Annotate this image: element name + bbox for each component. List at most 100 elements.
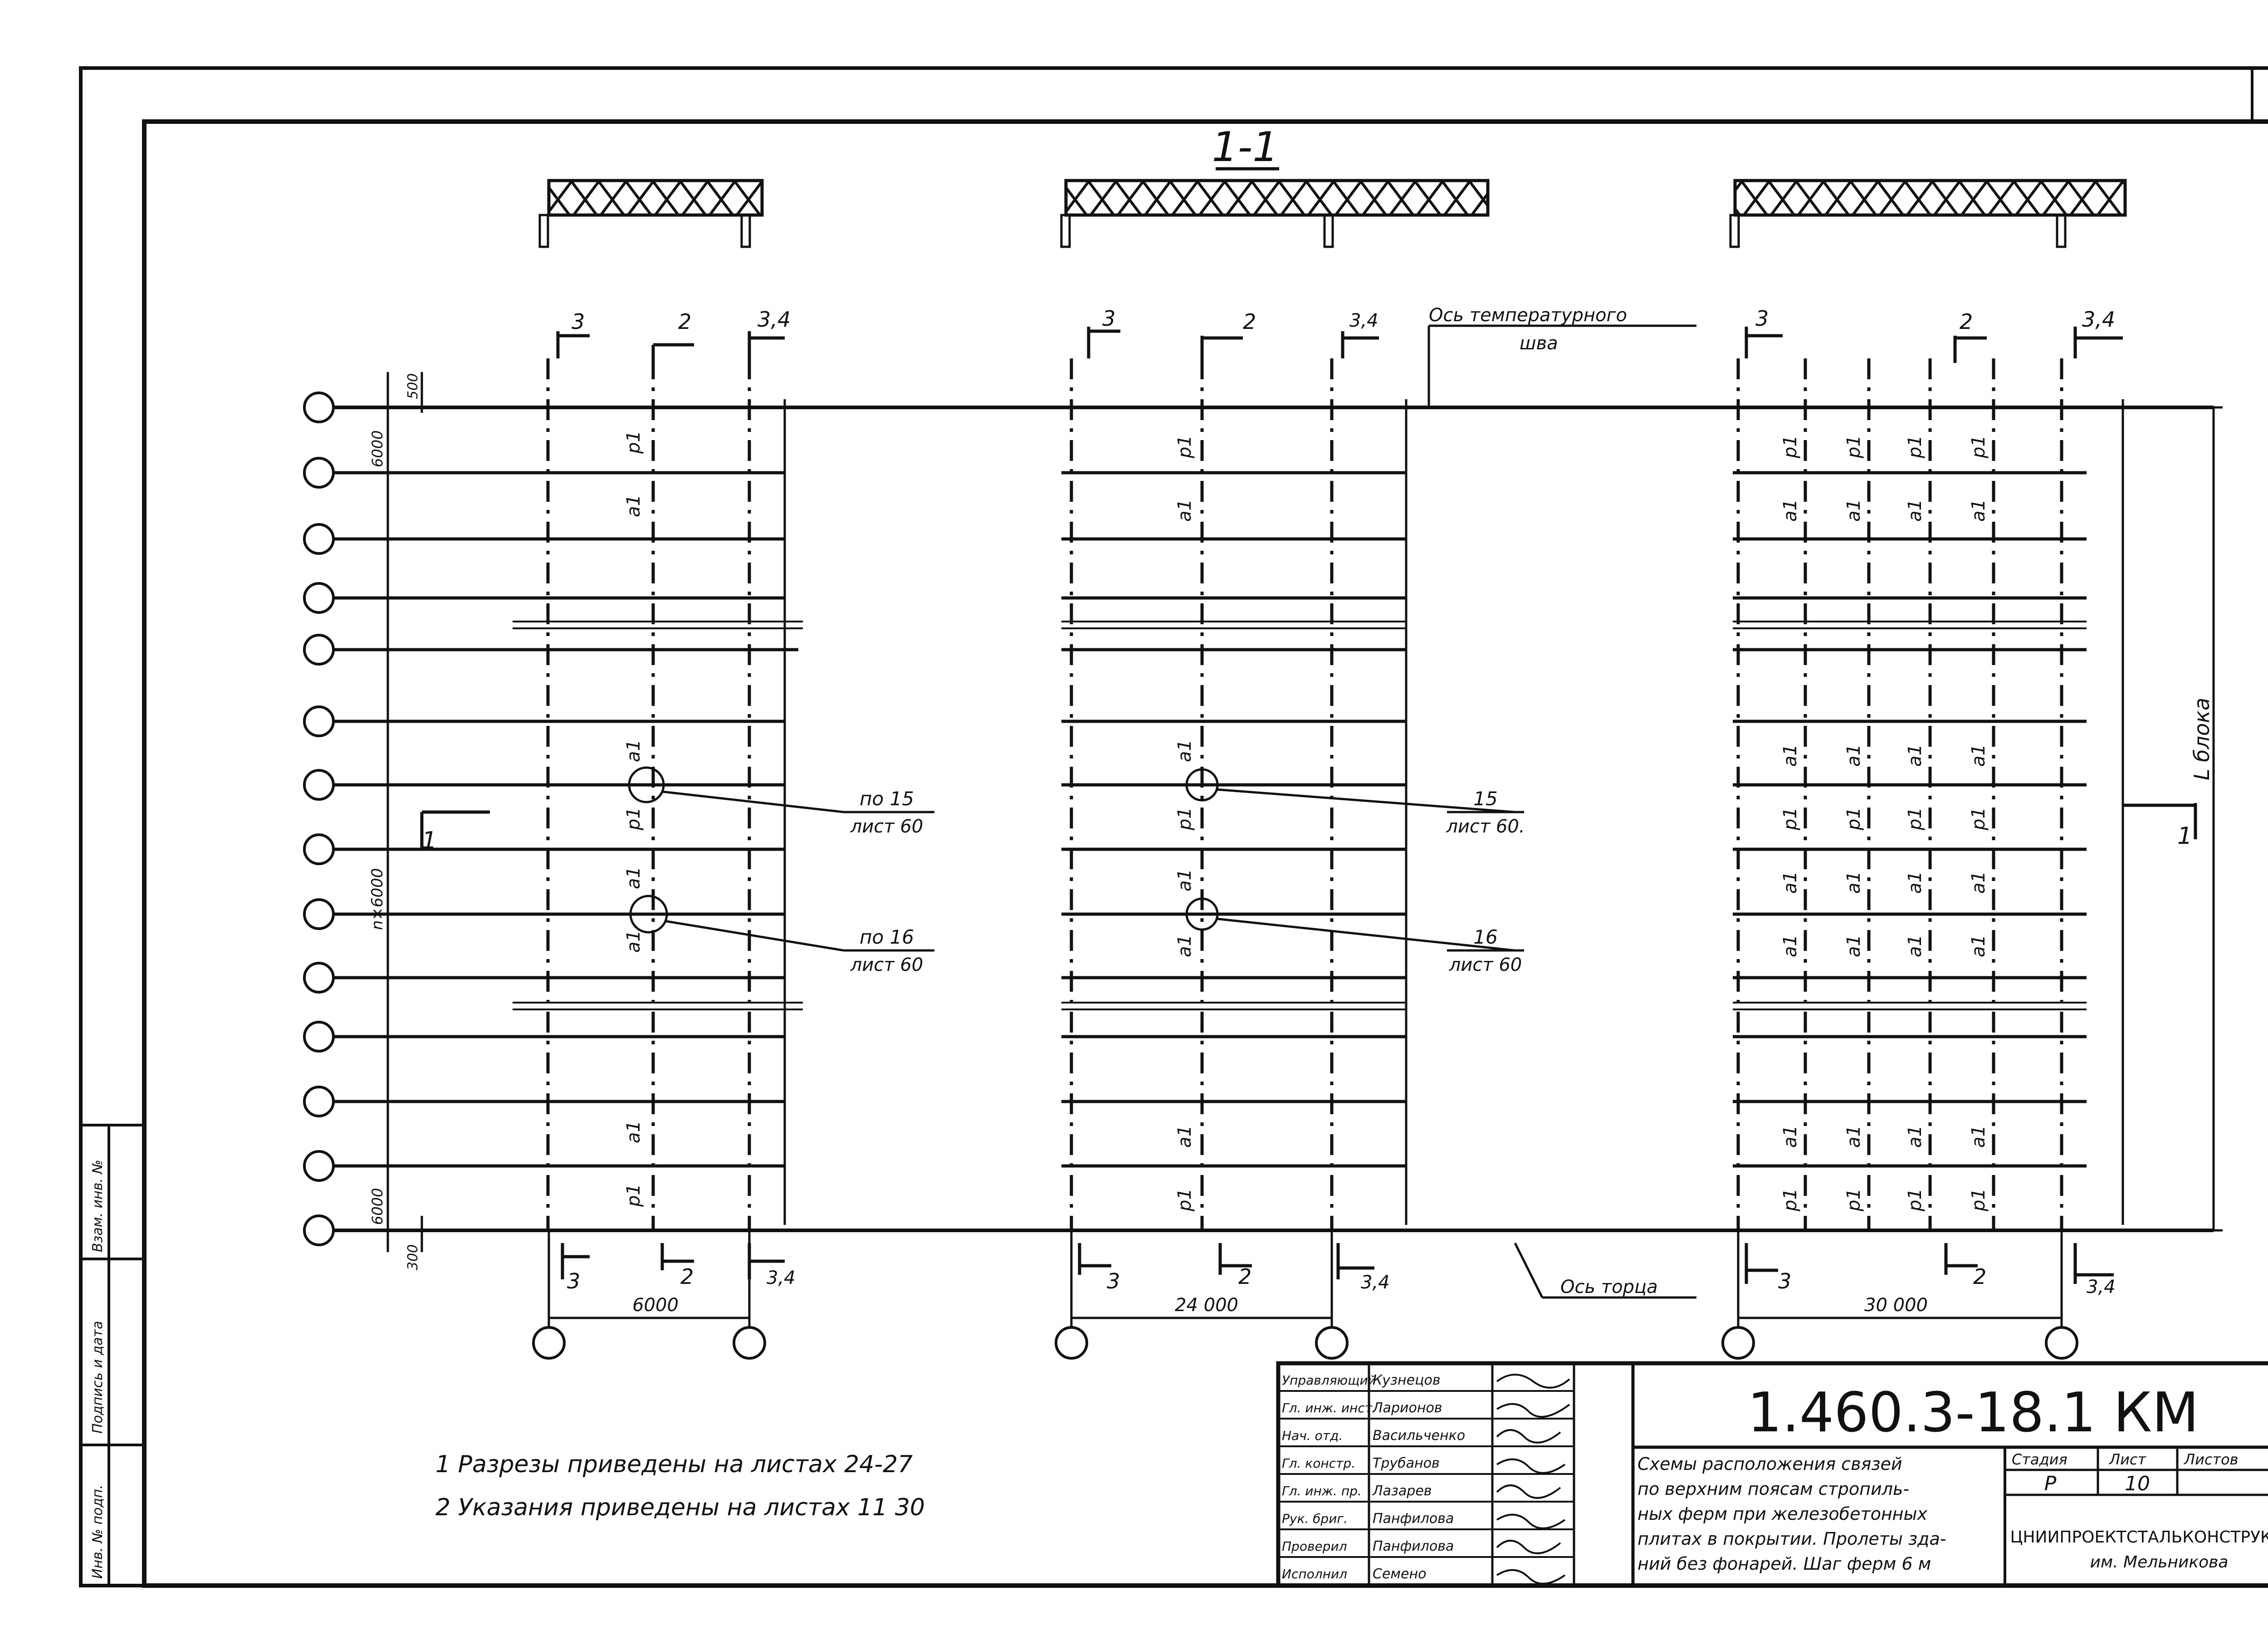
svg-text:а1: а1 xyxy=(1780,744,1801,767)
svg-text:а1: а1 xyxy=(1905,1125,1926,1148)
bubble-leaders xyxy=(547,1230,2063,1327)
temp-joint-label-1: Ось температурного xyxy=(1429,305,1627,326)
svg-text:Гл. инж. пр.: Гл. инж. пр. xyxy=(1282,1484,1362,1498)
cut-label-1-left: 1 xyxy=(422,827,437,854)
callout-3-num: 15 xyxy=(1473,788,1497,810)
cut-label-2f: 2 xyxy=(1973,1264,1986,1289)
span-dim-1: 6000 xyxy=(632,1295,679,1316)
svg-text:а1: а1 xyxy=(623,930,644,953)
title-sheet-value: 10 xyxy=(2125,1472,2150,1495)
svg-text:Управляющий: Управляющий xyxy=(1282,1373,1376,1388)
cut-label-2d: 2 xyxy=(680,1264,694,1289)
svg-text:р1: р1 xyxy=(1174,1188,1195,1212)
grid-lines xyxy=(331,406,2214,1232)
title-org-1: ЦНИИПРОЕКТСТАЛЬКОНСТРУКЦИЯ xyxy=(2010,1528,2268,1547)
dim-bottom-step: 6000 xyxy=(369,1188,386,1225)
svg-text:Лазарев: Лазарев xyxy=(1372,1483,1432,1499)
svg-text:Нач. отд.: Нач. отд. xyxy=(1282,1428,1343,1443)
cut-label-34f: 3,4 xyxy=(2087,1277,2116,1297)
note-1: 1 Разрезы приведены на листах 24-27 xyxy=(435,1451,913,1478)
svg-text:Семено: Семено xyxy=(1373,1566,1426,1582)
cut-label-34d: 3,4 xyxy=(767,1268,796,1288)
svg-text:р1: р1 xyxy=(1780,435,1801,459)
svg-text:р1: р1 xyxy=(623,1184,644,1207)
svg-text:а1: а1 xyxy=(623,867,644,889)
cut-label-34e: 3,4 xyxy=(1361,1272,1390,1293)
svg-text:р1: р1 xyxy=(1905,1188,1926,1212)
svg-text:а1: а1 xyxy=(1174,935,1195,957)
dim-bottom-small: 300 xyxy=(405,1244,421,1270)
dim-repeat: n×6000 xyxy=(368,868,386,930)
truss-elevation-2 xyxy=(1060,179,1490,248)
cut-label-34b: 3,4 xyxy=(1349,310,1378,331)
svg-text:р1: р1 xyxy=(1174,807,1195,831)
svg-text:а1: а1 xyxy=(623,739,644,762)
cut-label-3d: 3 xyxy=(567,1269,580,1293)
cut-label-3b: 3 xyxy=(1102,306,1115,331)
svg-text:а1: а1 xyxy=(1968,744,1989,767)
temp-joint-label-2: шва xyxy=(1520,333,1558,354)
span-dim-3: 30 000 xyxy=(1864,1295,1928,1316)
cut-label-2c: 2 xyxy=(1960,309,1973,334)
svg-text:Васильченко: Васильченко xyxy=(1373,1428,1465,1444)
column-axis-leader xyxy=(1514,1242,1696,1299)
cut-label-3a: 3 xyxy=(572,309,585,334)
svg-text:плитах в покрытии. Пролеты зда: плитах в покрытии. Пролеты зда- xyxy=(1637,1529,1946,1549)
cut-label-3c: 3 xyxy=(1755,306,1769,331)
dim-top-step: 6000 xyxy=(369,431,386,467)
section-cut-markers-bottom xyxy=(561,1243,2114,1284)
block-length-label: L блока xyxy=(2190,698,2214,780)
section-title: 1-1 xyxy=(1212,123,1279,171)
cut-label-34a: 3,4 xyxy=(758,307,791,332)
element-marks: р1 а1 а1 р1 а1 а1 а1 р1 р1 а1 а1 р1 а1 а… xyxy=(623,431,1989,1212)
svg-text:а1: а1 xyxy=(623,1121,644,1143)
title-org-2: им. Мельникова xyxy=(2090,1553,2229,1572)
svg-text:р1: р1 xyxy=(623,431,644,454)
callout-4-num: 16 xyxy=(1473,926,1497,948)
svg-text:р1: р1 xyxy=(1905,435,1926,459)
svg-text:а1: а1 xyxy=(1174,739,1195,762)
truss-elevation-1 xyxy=(538,179,764,248)
axis-bubbles-left xyxy=(303,392,335,1246)
svg-text:р1: р1 xyxy=(623,807,644,831)
svg-text:Гл. инж. инст.: Гл. инж. инст. xyxy=(1282,1400,1376,1415)
title-description: Схемы расположения связей по верхним поя… xyxy=(1637,1454,1946,1574)
svg-text:р1: р1 xyxy=(1780,807,1801,831)
svg-text:р1: р1 xyxy=(1843,1188,1864,1212)
svg-text:а1: а1 xyxy=(1780,935,1801,957)
svg-text:Гл. констр.: Гл. констр. xyxy=(1282,1456,1355,1471)
svg-text:а1: а1 xyxy=(1968,1125,1989,1148)
svg-text:а1: а1 xyxy=(1780,871,1801,894)
svg-text:а1: а1 xyxy=(1174,1125,1195,1148)
svg-text:р1: р1 xyxy=(1968,1188,1989,1212)
svg-text:Трубанов: Трубанов xyxy=(1373,1455,1440,1471)
break-lines xyxy=(513,621,2087,1010)
truss-axes xyxy=(546,358,2063,1230)
strip-replace-inv: Взам. инв. № xyxy=(90,1160,106,1252)
svg-text:а1: а1 xyxy=(1780,1125,1801,1148)
block-length-dimension xyxy=(2204,406,2223,1232)
left-binding-strip xyxy=(81,1124,144,1586)
cut-label-34c: 3,4 xyxy=(2082,307,2115,332)
dim-top-small: 500 xyxy=(405,373,421,399)
cut-label-2b: 2 xyxy=(1243,309,1256,334)
svg-text:а1: а1 xyxy=(1174,869,1195,891)
title-doc-code: 1.460.3-18.1 КМ xyxy=(1747,1381,2199,1444)
cut-label-3f: 3 xyxy=(1778,1269,1791,1293)
svg-text:Панфилова: Панфилова xyxy=(1373,1538,1454,1554)
svg-text:а1: а1 xyxy=(1905,935,1926,957)
cut-label-3e: 3 xyxy=(1107,1269,1120,1293)
callout-4-sheet: лист 60 xyxy=(1449,955,1522,975)
callout-2-num: по 16 xyxy=(860,926,914,948)
svg-text:р1: р1 xyxy=(1968,435,1989,459)
svg-text:а1: а1 xyxy=(1843,499,1864,522)
svg-text:а1: а1 xyxy=(1968,935,1989,957)
section-cut-markers-top xyxy=(556,327,2123,363)
axis-bubbles-bottom xyxy=(532,1326,2078,1360)
callout-1-sheet: лист 60 xyxy=(850,816,923,837)
title-stage-label: Стадия xyxy=(2012,1451,2068,1468)
svg-text:а1: а1 xyxy=(1843,935,1864,957)
sheet-frame xyxy=(79,66,2268,1588)
title-block xyxy=(1276,1361,2268,1588)
